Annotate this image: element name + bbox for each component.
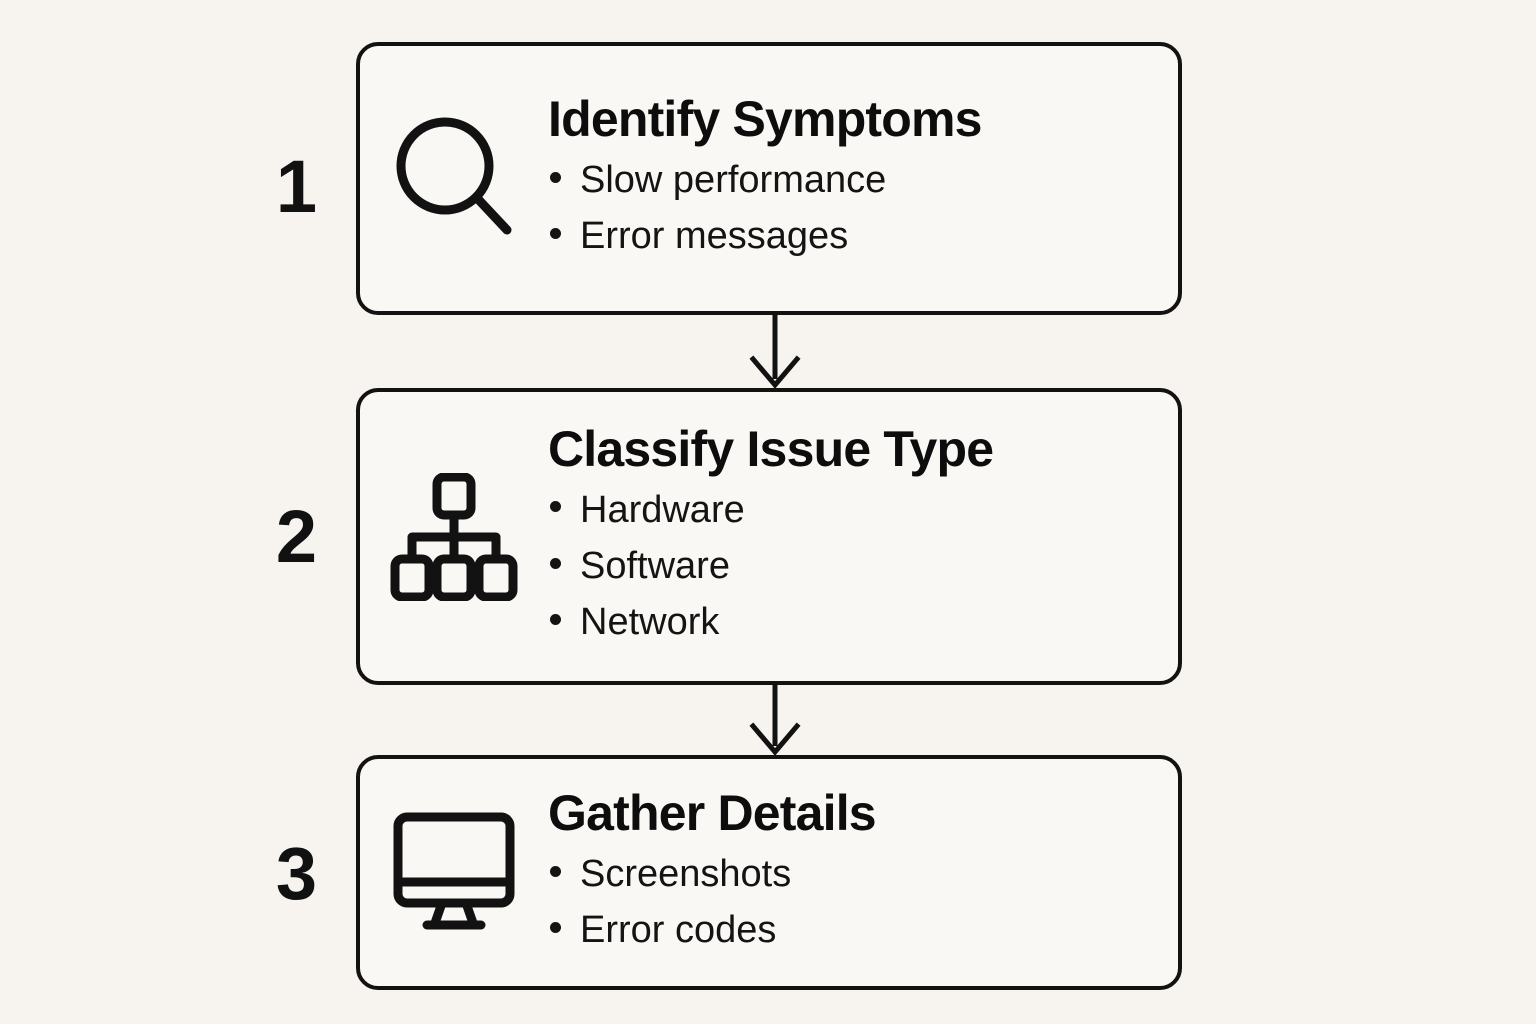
monitor-icon — [360, 811, 548, 935]
step-number-3: 3 — [275, 832, 317, 915]
bullet-text: Software — [580, 544, 730, 587]
step-bullets-3: Screenshots Error codes — [548, 846, 1154, 958]
connector-arrow-2-3 — [743, 685, 807, 756]
bullet-dot-icon — [550, 865, 561, 877]
bullet-dot-icon — [550, 557, 561, 569]
list-item: Hardware — [550, 482, 1154, 538]
list-item: Network — [550, 594, 1154, 650]
list-item: Screenshots — [550, 846, 1154, 902]
list-item: Error messages — [550, 208, 1154, 264]
step-card-2-body: Classify Issue Type Hardware Software Ne… — [548, 420, 1178, 651]
step-bullets-2: Hardware Software Network — [548, 482, 1154, 651]
step-number-1: 1 — [275, 145, 317, 228]
bullet-dot-icon — [550, 501, 561, 513]
bullet-text: Screenshots — [580, 852, 792, 895]
magnifier-icon — [360, 114, 548, 244]
step-card-1[interactable]: Identify Symptoms Slow performance Error… — [356, 42, 1182, 315]
bullet-text: Error codes — [580, 909, 777, 951]
bullet-dot-icon — [550, 921, 561, 933]
step-card-1-body: Identify Symptoms Slow performance Error… — [548, 90, 1178, 264]
bullet-text: Network — [580, 601, 720, 644]
step-card-2[interactable]: Classify Issue Type Hardware Software Ne… — [356, 388, 1182, 685]
list-item: Error codes — [550, 902, 1154, 958]
bullet-dot-icon — [550, 613, 561, 625]
bullet-dot-icon — [550, 227, 561, 239]
step-number-2: 2 — [275, 495, 317, 578]
hierarchy-icon — [360, 472, 548, 601]
step-title-1: Identify Symptoms — [548, 90, 983, 147]
step-bullets-1: Slow performance Error messages — [548, 152, 1154, 264]
bullet-text: Error messages — [580, 215, 849, 257]
bullet-text: Slow performance — [580, 158, 887, 201]
bullet-text: Hardware — [580, 488, 745, 531]
list-item: Slow performance — [550, 152, 1154, 208]
bullet-dot-icon — [550, 171, 561, 183]
list-item: Software — [550, 538, 1154, 594]
step-card-3-body: Gather Details Screenshots Error codes — [548, 784, 1178, 958]
step-card-3[interactable]: Gather Details Screenshots Error codes — [356, 755, 1182, 990]
connector-arrow-1-2 — [743, 315, 807, 389]
step-title-3: Gather Details — [548, 784, 877, 841]
step-title-2: Classify Issue Type — [548, 420, 994, 477]
